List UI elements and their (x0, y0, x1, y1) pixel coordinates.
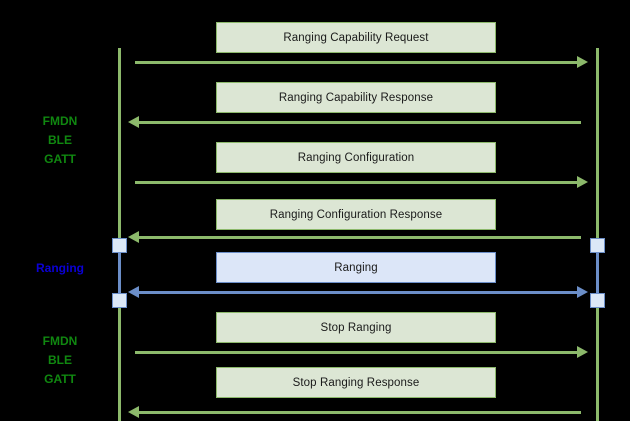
message-arrow-head-left-5 (128, 286, 139, 298)
message-label: Ranging Configuration Response (269, 208, 443, 221)
lifeline-left-upper (118, 48, 121, 238)
message-arrow-line-7 (135, 411, 581, 414)
message-box-3[interactable]: Ranging Configuration (216, 142, 496, 173)
phase-label-line: GATT (44, 152, 76, 166)
message-arrow-head-left-7 (128, 406, 139, 418)
message-arrow-head-right-6 (577, 346, 588, 358)
message-arrow-line-3 (135, 181, 581, 184)
message-arrow-head-right-1 (577, 56, 588, 68)
message-arrow-line-4 (135, 236, 581, 239)
message-arrow-head-right-3 (577, 176, 588, 188)
phase-label-line: GATT (44, 372, 76, 386)
message-box-5[interactable]: Ranging (216, 252, 496, 283)
message-label: Ranging (334, 261, 378, 274)
phase-label-line: BLE (48, 133, 72, 147)
phase-label-line: FMDN (42, 114, 78, 128)
lifeline-right-lower (596, 308, 599, 421)
message-box-4[interactable]: Ranging Configuration Response (216, 199, 496, 230)
phase-label-line: FMDN (42, 334, 78, 348)
message-arrow-line-2 (135, 121, 581, 124)
message-label: Ranging Capability Request (283, 31, 429, 44)
phase-label-line: Ranging (36, 261, 84, 275)
message-label: Stop Ranging (320, 321, 392, 334)
message-arrow-head-left-4 (128, 231, 139, 243)
message-label: Ranging Configuration (297, 151, 415, 164)
lifeline-left-ranging (118, 253, 121, 293)
activation-left-end (112, 293, 127, 308)
message-label: Stop Ranging Response (292, 376, 420, 389)
lifeline-right-upper (596, 48, 599, 238)
message-box-7[interactable]: Stop Ranging Response (216, 367, 496, 398)
lifeline-left-lower (118, 308, 121, 421)
message-arrow-head-left-2 (128, 116, 139, 128)
phase-gatt-top: FMDN BLE GATT (14, 112, 106, 169)
phase-label-line: BLE (48, 353, 72, 367)
message-arrow-line-5 (135, 291, 581, 294)
activation-right-start (590, 238, 605, 253)
message-box-1[interactable]: Ranging Capability Request (216, 22, 496, 53)
lifeline-right-ranging (596, 253, 599, 293)
phase-ranging: Ranging (14, 259, 106, 278)
activation-left-start (112, 238, 127, 253)
message-arrow-line-1 (135, 61, 581, 64)
message-box-2[interactable]: Ranging Capability Response (216, 82, 496, 113)
message-box-6[interactable]: Stop Ranging (216, 312, 496, 343)
message-arrow-line-6 (135, 351, 581, 354)
message-arrow-head-right-5 (577, 286, 588, 298)
message-label: Ranging Capability Response (278, 91, 434, 104)
activation-right-end (590, 293, 605, 308)
phase-gatt-bottom: FMDN BLE GATT (14, 332, 106, 389)
